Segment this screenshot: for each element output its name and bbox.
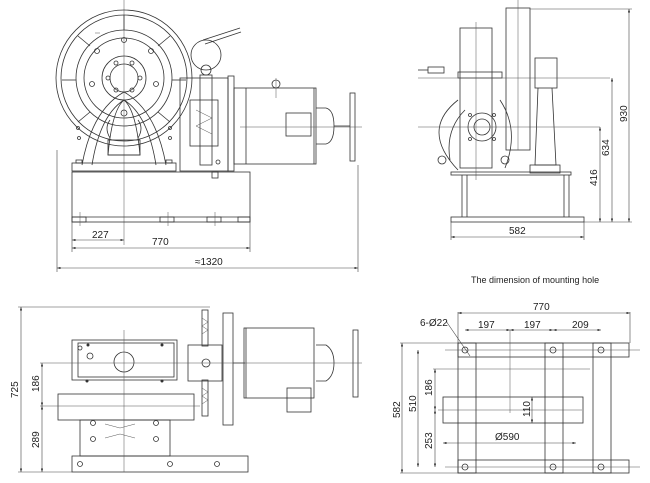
mounting-hole-view — [400, 311, 640, 474]
dim-253: 253 — [424, 432, 435, 449]
support-frame — [71, 91, 177, 172]
dim-1320: ≈1320 — [195, 257, 223, 268]
front-dimensions — [56, 150, 359, 272]
dim-186-mount: 186 — [424, 379, 435, 396]
dim-930: 930 — [619, 105, 630, 122]
traction-sheave — [55, 9, 193, 147]
dim-582-mount: 582 — [392, 401, 403, 418]
dim-289: 289 — [31, 431, 42, 448]
dim-725: 725 — [10, 381, 21, 398]
dim-186-top: 186 — [31, 375, 42, 392]
dim-197-a: 197 — [478, 320, 495, 331]
dim-197-b: 197 — [524, 320, 541, 331]
dim-510: 510 — [408, 395, 419, 412]
base-frame — [71, 171, 251, 226]
hole-spec: 6-Ø22 — [420, 318, 448, 329]
motor — [233, 78, 362, 165]
dim-590: Ø590 — [495, 432, 520, 443]
dim-770: 770 — [152, 237, 169, 248]
mounting-hole-caption: The dimension of mounting hole — [471, 275, 599, 285]
dim-416: 416 — [589, 169, 600, 186]
dim-582-side: 582 — [509, 226, 526, 237]
side-view — [418, 0, 632, 240]
dim-209: 209 — [572, 320, 589, 331]
brake-assembly — [179, 27, 242, 179]
dim-770-mount: 770 — [533, 302, 550, 313]
dim-227: 227 — [92, 230, 109, 241]
front-view — [55, 0, 362, 272]
top-view — [18, 306, 362, 473]
dim-634: 634 — [601, 139, 612, 156]
dim-110: 110 — [522, 401, 533, 417]
